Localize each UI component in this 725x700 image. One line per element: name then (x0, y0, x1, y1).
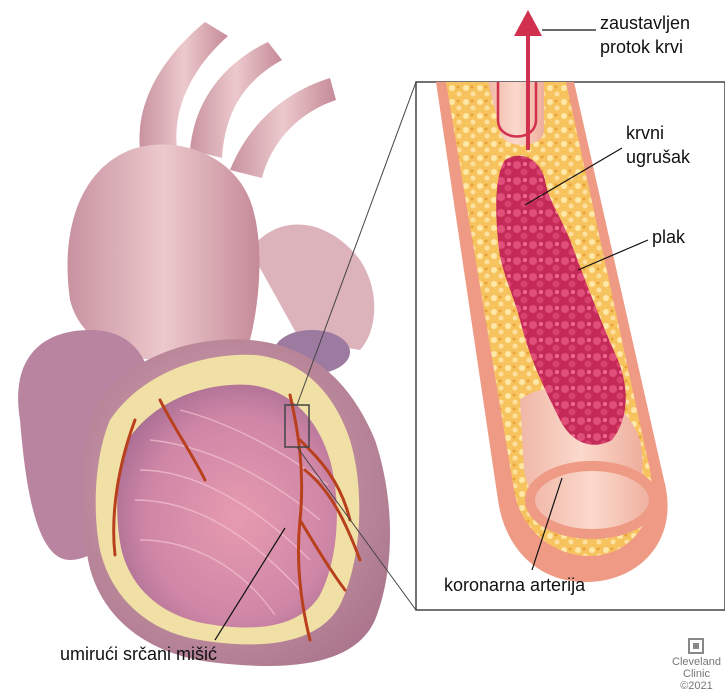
dying-heart-muscle (117, 385, 337, 628)
heart (18, 22, 416, 666)
label-clot-line1: krvni (626, 122, 664, 145)
aortic-branch-3 (230, 78, 336, 178)
label-blocked-flow-line1: zaustavljen (600, 12, 690, 35)
aorta (68, 144, 260, 360)
logo-line3: ©2021 (668, 680, 725, 692)
cleveland-clinic-logo: Cleveland Clinic ©2021 (668, 636, 725, 692)
artery-opening (530, 466, 654, 534)
label-plaque: plak (652, 226, 685, 249)
label-blocked-flow-line2: protok krvi (600, 36, 683, 59)
blocked-flow-arrow-head (514, 10, 542, 36)
label-dying-heart-muscle: umirući srčani mišić (60, 643, 217, 666)
logo-line1: Cleveland (668, 656, 725, 668)
label-clot-line2: ugrušak (626, 146, 690, 169)
logo-line2: Clinic (668, 668, 725, 680)
label-coronary-artery: koronarna arterija (444, 574, 585, 597)
